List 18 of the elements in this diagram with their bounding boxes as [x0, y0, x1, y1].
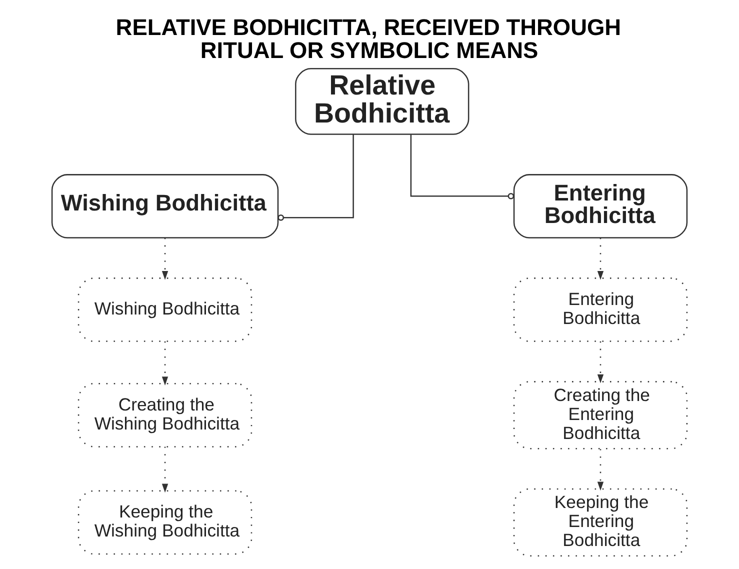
node-box: Creating the Wishing Bodhicitta — [78, 382, 252, 448]
arrow — [597, 341, 604, 384]
arrow — [162, 446, 168, 493]
connector — [278, 134, 354, 221]
arrow — [597, 449, 604, 491]
node-box: Keeping the Wishing Bodhicitta — [78, 490, 252, 555]
connector — [410, 134, 514, 200]
node-box: Entering Bodhicitta — [513, 278, 688, 342]
arrow — [162, 341, 168, 386]
node-box: Wishing Bodhicitta — [78, 278, 252, 342]
node-box: Relative Bodhicitta — [295, 68, 470, 135]
node-box: Wishing Bodhicitta — [51, 174, 279, 238]
node-box: Creating the Entering Bodhicitta — [513, 381, 688, 450]
arrow — [597, 238, 604, 280]
arrow — [162, 238, 168, 280]
node-box: Keeping the Entering Bodhicitta — [513, 488, 688, 556]
node-box: Entering Bodhicitta — [513, 174, 688, 238]
diagram-title: RELATIVE BODHICITTA, RECEIVED THROUGH RITUAL OR SYMBOLIC MEANS — [116, 14, 622, 63]
